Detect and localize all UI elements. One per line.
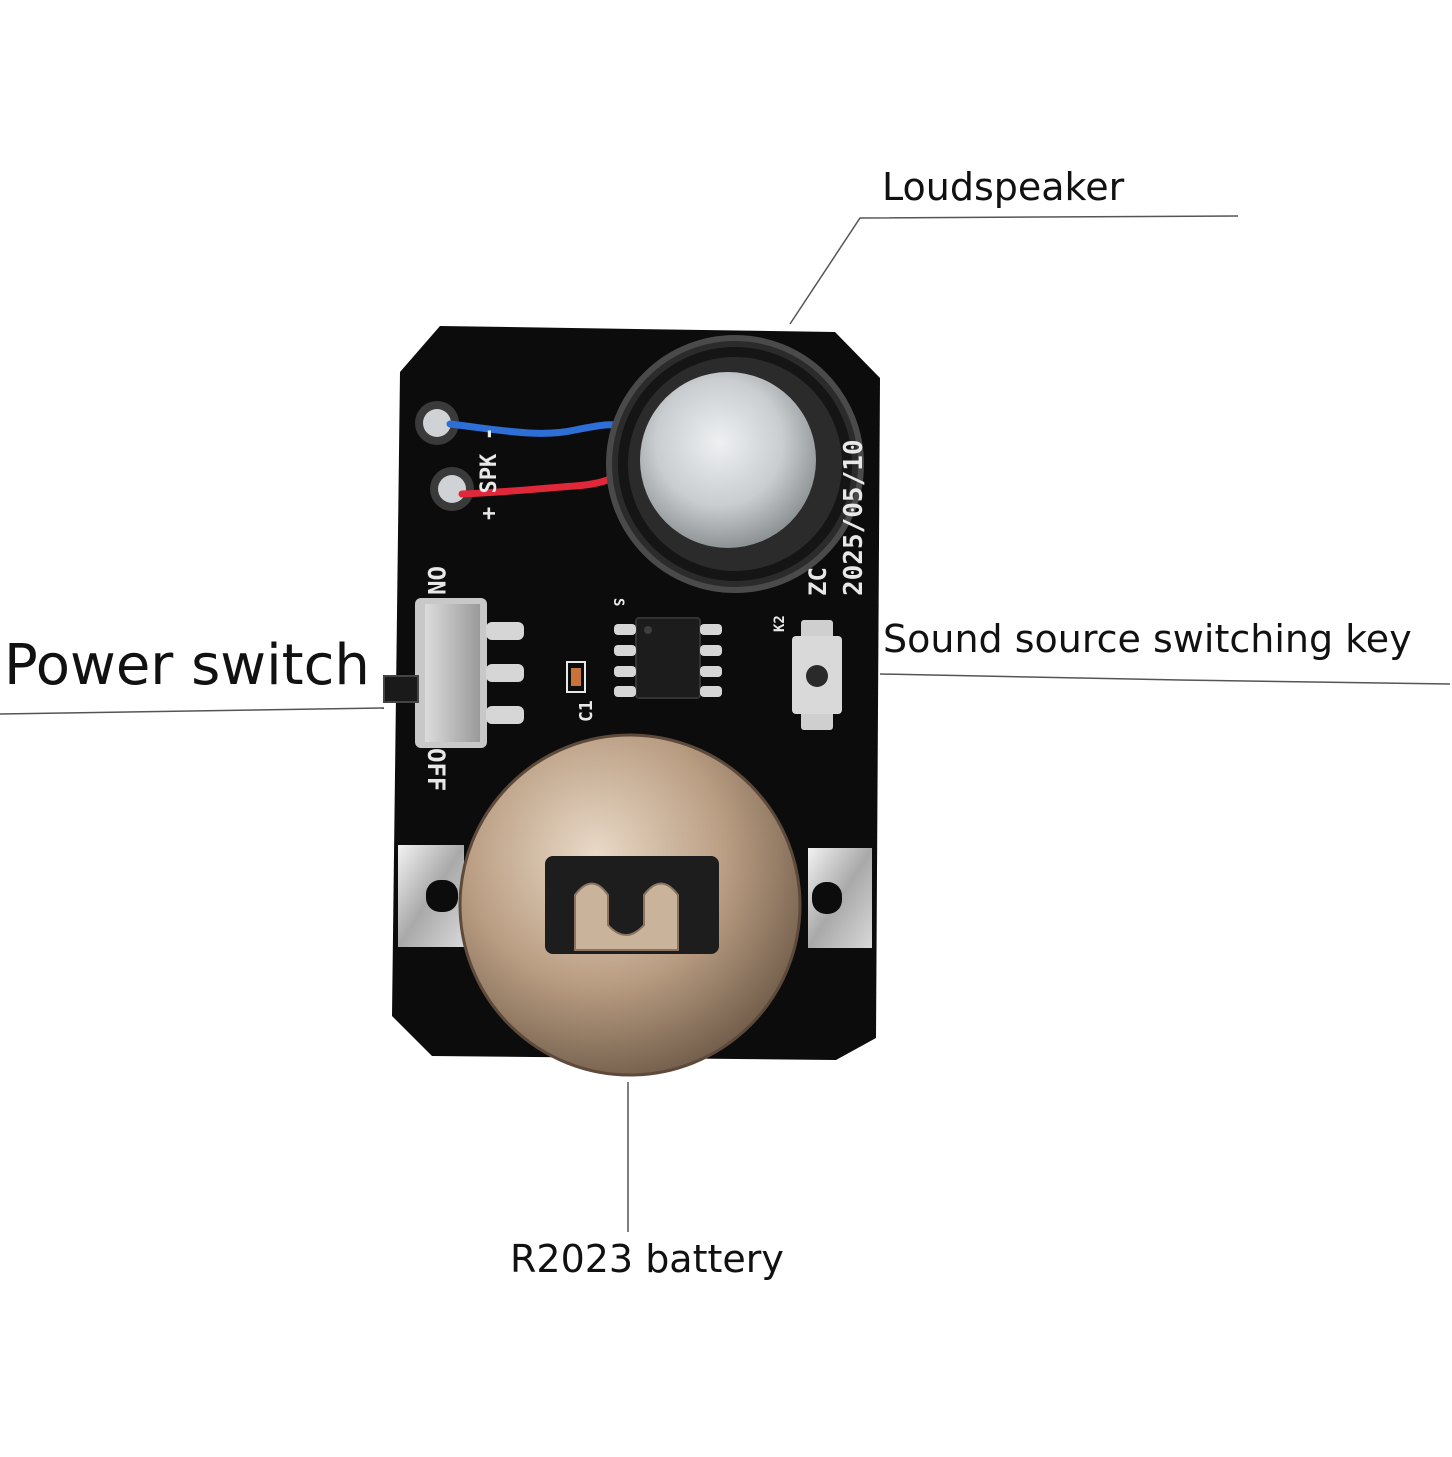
sound-key-callout: Sound source switching key <box>883 617 1412 661</box>
silkscreen-zc-label: ZC <box>804 567 832 596</box>
silkscreen-k2-label: K2 <box>772 615 788 632</box>
power-slide-switch <box>383 598 524 748</box>
sound-chip <box>614 617 722 699</box>
battery-holder-tabs <box>398 845 872 948</box>
speaker-solder-pads <box>415 401 474 511</box>
silkscreen-spk-label: + SPK - <box>477 427 502 520</box>
battery-callout: R2023 battery <box>510 1237 784 1281</box>
loudspeaker <box>606 335 864 593</box>
coin-cell-battery <box>458 733 802 1077</box>
silkscreen-off-label: OFF <box>422 748 450 791</box>
power-switch-callout: Power switch <box>4 633 370 698</box>
loudspeaker-callout: Loudspeaker <box>882 165 1125 209</box>
power-switch-leader-line <box>0 707 385 715</box>
loudspeaker-leader-line <box>789 215 1239 325</box>
silkscreen-on-label: ON <box>422 566 450 595</box>
silkscreen-s-label: S <box>610 598 626 606</box>
silkscreen-date-label: 2025/05/10 <box>839 439 869 596</box>
sound-switch-key <box>792 620 842 730</box>
capacitor-c1 <box>566 661 586 693</box>
silkscreen-c1-label: C1 <box>576 700 597 722</box>
sound-key-leader-line <box>879 673 1451 685</box>
